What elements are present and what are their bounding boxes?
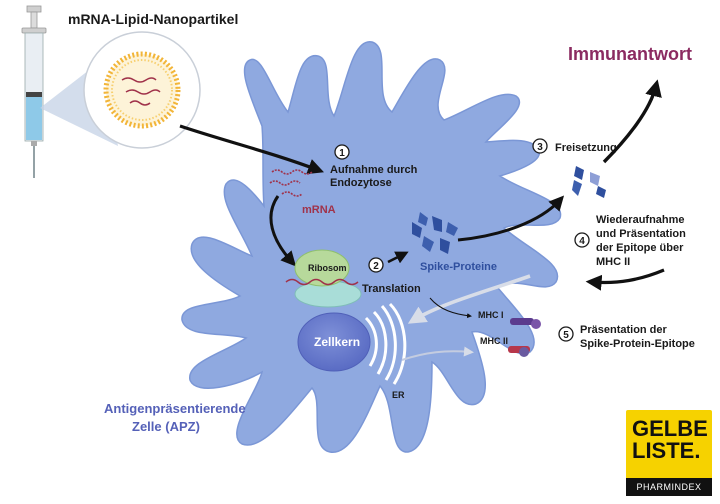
- mhc1-label: MHC I: [478, 310, 504, 320]
- logo-line1: GELBE: [632, 416, 708, 441]
- step-3-marker: [532, 138, 548, 154]
- epitope-transport-arrow: [407, 274, 531, 324]
- release-arrow: [457, 195, 565, 242]
- step-5-number: 5: [563, 330, 569, 341]
- step-4-text-line4: MHC II: [596, 256, 630, 268]
- step-4-marker: [574, 232, 590, 248]
- mhc2-label: MHC II: [480, 336, 508, 346]
- ribosome-icon: [285, 249, 362, 308]
- mhc1-icon: [510, 318, 541, 329]
- title: mRNA-Lipid-Nanopartikel: [68, 11, 238, 27]
- step-1-marker: [334, 144, 350, 160]
- mrna-strands: [269, 169, 313, 197]
- translation-label: Translation: [362, 283, 421, 295]
- logo-line3: PHARMINDEX: [626, 478, 712, 496]
- immune-response-label: Immunantwort: [568, 44, 692, 64]
- step-5-text-line2: Spike-Protein-Epitope: [580, 338, 695, 350]
- nucleus: [297, 312, 371, 372]
- er-to-mhc2-arrow: [401, 346, 474, 361]
- step-1-number: 1: [339, 148, 345, 159]
- mhc1-pointer: [429, 297, 472, 319]
- step-4-text-line2: und Präsentation: [596, 228, 686, 240]
- endoplasmic-reticulum: [364, 302, 407, 385]
- uptake-arrow: [179, 124, 324, 175]
- spike-protein-cluster: [412, 212, 458, 254]
- step-5-text-line1: Präsentation der: [580, 324, 668, 336]
- step-3-number: 3: [537, 142, 543, 153]
- immune-response-arrow: [602, 79, 662, 164]
- gelbe-liste-logo: GELBE LISTE. PHARMINDEX: [626, 410, 712, 496]
- translation-arrow: [387, 251, 409, 264]
- er-label: ER: [392, 390, 405, 400]
- step-4-number: 4: [579, 236, 585, 247]
- lipid-nanoparticle-zoom: [83, 31, 201, 149]
- step-4-text-line1: Wiederaufnahme: [596, 214, 685, 226]
- reuptake-arrow: [585, 268, 665, 291]
- antigen-presenting-cell: [181, 41, 562, 453]
- logo-line2: LISTE.: [632, 438, 701, 463]
- mrna-label: mRNA: [302, 204, 336, 216]
- step-2-marker: [368, 257, 384, 273]
- step-4-text-line3: der Epitope über: [596, 242, 684, 254]
- mrna-to-ribosome-arrow: [269, 195, 297, 267]
- cell-label-line2: Zelle (APZ): [132, 419, 200, 434]
- released-spikes: [572, 166, 606, 198]
- cell-label-line1: Antigenpräsentierende: [104, 401, 246, 416]
- mhc2-icon: [508, 346, 530, 357]
- step-1-text-line2: Endozytose: [330, 177, 392, 189]
- syringe-icon: [21, 5, 47, 178]
- nucleus-label: Zellkern: [314, 335, 360, 349]
- step-2-number: 2: [373, 261, 379, 272]
- ribosome-label: Ribosom: [308, 263, 347, 273]
- step-5-marker: [558, 326, 574, 342]
- step-3-text: Freisetzung: [555, 142, 617, 154]
- step-1-text-line1: Aufnahme durch: [330, 164, 418, 176]
- spike-proteins-label: Spike-Proteine: [420, 261, 497, 273]
